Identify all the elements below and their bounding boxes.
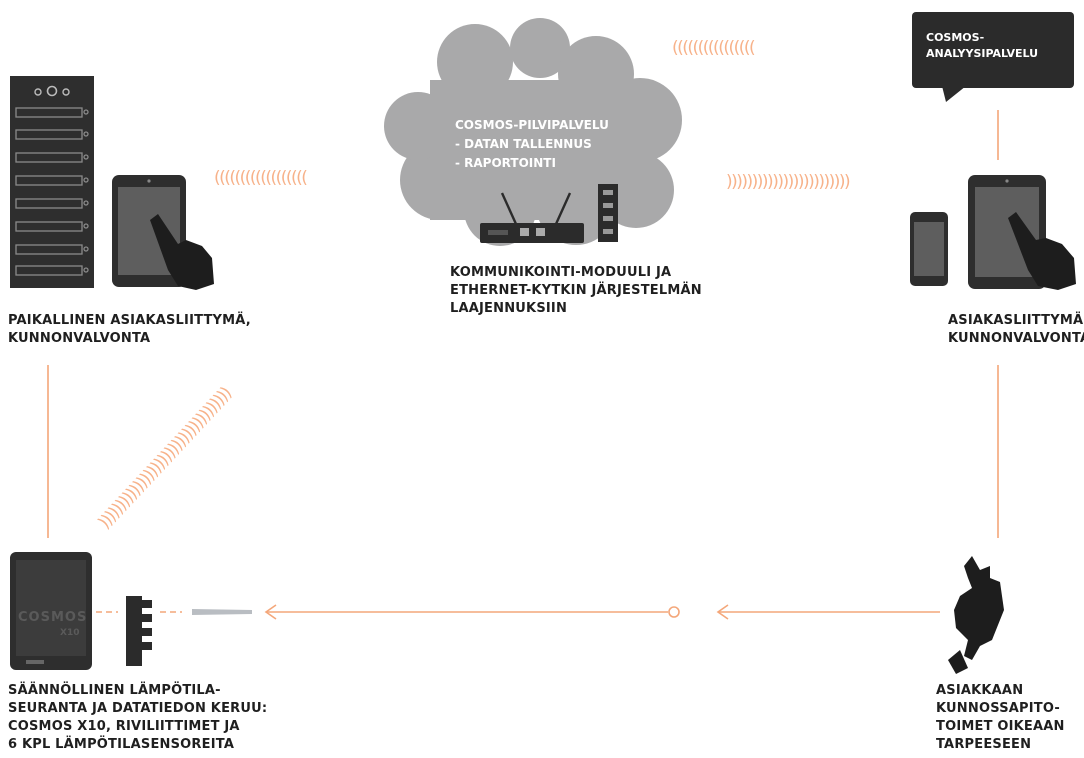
label-module-line-2: ETHERNET-KYTKIN JÄRJESTELMÄN [450, 283, 702, 298]
flow-node-circle [668, 606, 680, 618]
label-maintenance-line-1: ASIAKKAAN [936, 683, 1024, 698]
device-model-name: X10 [60, 628, 80, 638]
tablet-touch-icon [112, 175, 214, 290]
label-local-ui-line-1: PAIKALLINEN ASIAKASLIITTYMÄ, [8, 313, 251, 328]
analysis-service-text: COSMOS- ANALYYSIPALVELU [926, 30, 1038, 62]
connector-lines [47, 110, 999, 620]
label-monitoring-line-1: SÄÄNNÖLLINEN LÄMPÖTILA- [8, 683, 221, 698]
label-client-ui-line-2: KUNNONVALVONTA [948, 331, 1084, 346]
cloud-service-text: COSMOS-PILVIPALVELU - DATAN TALLENNUS - … [455, 116, 609, 173]
label-local-ui: PAIKALLINEN ASIAKASLIITTYMÄ, KUNNONVALVO… [8, 312, 251, 348]
arrow-head-middle-segment [264, 604, 277, 620]
terminal-block-icon [126, 596, 152, 666]
phone-icon [910, 212, 948, 286]
router-icon [480, 192, 584, 243]
label-local-ui-line-2: KUNNONVALVONTA [8, 331, 151, 346]
label-maintenance-line-3: TOIMET OIKEAAN [936, 719, 1065, 734]
cloud-line-2: - DATAN TALLENNUS [455, 137, 592, 151]
temperature-sensor-icon [192, 609, 252, 615]
label-monitoring-line-3: COSMOS X10, RIVILIITTIMET JA [8, 719, 240, 734]
label-monitoring-line-2: SEURANTA JA DATATIEDON KERUU: [8, 701, 268, 716]
cloud-line-3: - RAPORTOINTI [455, 156, 556, 170]
bubble-line-2: ANALYYSIPALVELU [926, 47, 1039, 60]
label-module-line-3: LAAJENNUKSIIN [450, 301, 568, 316]
waves-cloud-left: (((((((((((((((( [672, 38, 756, 58]
speech-bubble-icon [912, 12, 1074, 102]
tablet-touch-icon-right [968, 175, 1076, 290]
server-rack-icon [10, 76, 94, 288]
label-module: KOMMUNIKOINTI-MODUULI JA ETHERNET-KYTKIN… [450, 264, 702, 318]
label-maintenance-line-4: TARPEESEEN [936, 737, 1032, 752]
device-brand-name: COSMOS [18, 610, 88, 625]
waves-top-left: (((((((((((((((((( [214, 168, 308, 188]
cloud-line-1: COSMOS-PILVIPALVELU [455, 118, 609, 132]
bubble-line-1: COSMOS- [926, 31, 985, 44]
label-maintenance: ASIAKKAAN KUNNOSSAPITO- TOIMET OIKEAAN T… [936, 682, 1065, 754]
cosmos-x10-device-icon [10, 552, 92, 670]
ethernet-switch-icon [598, 184, 618, 242]
label-client-ui-line-1: ASIAKASLIITTYMÄ, [948, 313, 1084, 328]
label-monitoring: SÄÄNNÖLLINEN LÄMPÖTILA- SEURANTA JA DATA… [8, 682, 267, 754]
wrench-hand-icon [948, 556, 1004, 674]
label-client-ui: ASIAKASLIITTYMÄ, KUNNONVALVONTA [948, 312, 1084, 348]
label-module-line-1: KOMMUNIKOINTI-MODUULI JA [450, 265, 672, 280]
cloud-icon [384, 18, 682, 246]
label-maintenance-line-2: KUNNOSSAPITO- [936, 701, 1060, 716]
label-monitoring-line-4: 6 KPL LÄMPÖTILASENSOREITA [8, 737, 235, 752]
arrow-head-right-segment [716, 604, 729, 620]
waves-cloud-right: )))))))))))))))))))))))) [726, 172, 851, 192]
